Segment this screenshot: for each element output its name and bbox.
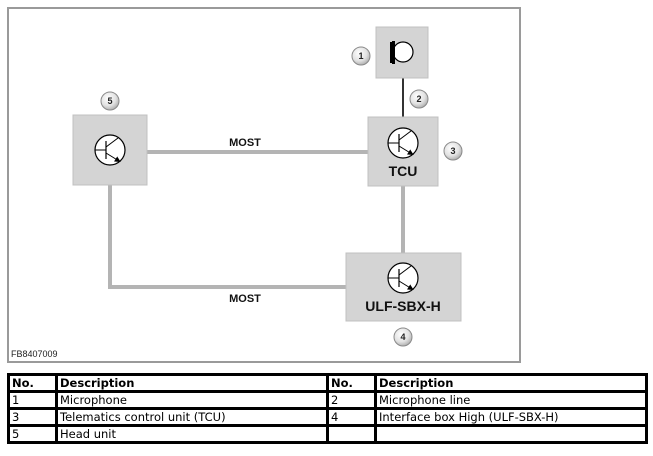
table-row: 3 Telematics control unit (TCU) 4 Interf…	[7, 407, 648, 427]
cell-no: 1	[7, 390, 58, 410]
ulf-sbx-h-label: ULF-SBX-H	[365, 298, 440, 314]
cell-no: 3	[7, 407, 58, 427]
callout-3: 3	[443, 141, 463, 161]
callout-5: 5	[100, 91, 120, 111]
figure-id: FB8407009	[11, 349, 58, 359]
svg-text:3: 3	[450, 146, 455, 156]
header-no: No.	[326, 373, 377, 393]
cell-description: Head unit	[55, 424, 329, 444]
most-label-bottom: MOST	[229, 293, 261, 305]
cell-no: 4	[326, 407, 377, 427]
cell-description: Interface box High (ULF-SBX-H)	[374, 407, 648, 427]
transistor-module-icon	[387, 262, 419, 294]
svg-text:2: 2	[416, 94, 421, 104]
most-label-top: MOST	[229, 137, 261, 149]
cell-no	[326, 424, 377, 444]
table-row: 5 Head unit	[7, 424, 648, 444]
cell-description: Microphone line	[374, 390, 648, 410]
table-row: 1 Microphone 2 Microphone line	[7, 390, 648, 410]
cell-description: Telematics control unit (TCU)	[55, 407, 329, 427]
head-unit-box	[72, 114, 148, 186]
most-line-headunit-ulf	[108, 185, 346, 289]
svg-text:5: 5	[107, 96, 112, 106]
cell-no: 5	[7, 424, 58, 444]
header-description: Description	[374, 373, 648, 393]
cell-description: Microphone	[55, 390, 329, 410]
legend-table: No. Description No. Description 1 Microp…	[7, 373, 648, 444]
cell-no: 2	[326, 390, 377, 410]
callout-1: 1	[351, 46, 371, 66]
svg-text:4: 4	[400, 332, 405, 342]
header-description: Description	[55, 373, 329, 393]
transistor-module-icon	[387, 127, 419, 159]
microphone-box	[375, 26, 429, 79]
tcu-label: TCU	[389, 163, 418, 179]
wiring-diagram: MOST MOST TCU	[7, 7, 521, 363]
legend-header-row: No. Description No. Description	[7, 373, 648, 393]
callout-4: 4	[393, 327, 413, 347]
header-no: No.	[7, 373, 58, 393]
svg-text:1: 1	[358, 51, 363, 61]
ulf-sbx-h-box: ULF-SBX-H	[345, 252, 462, 322]
cell-description	[374, 424, 648, 444]
transistor-module-icon	[94, 134, 126, 166]
tcu-box: TCU	[367, 116, 439, 187]
microphone-icon	[390, 41, 414, 64]
callout-2: 2	[409, 89, 429, 109]
